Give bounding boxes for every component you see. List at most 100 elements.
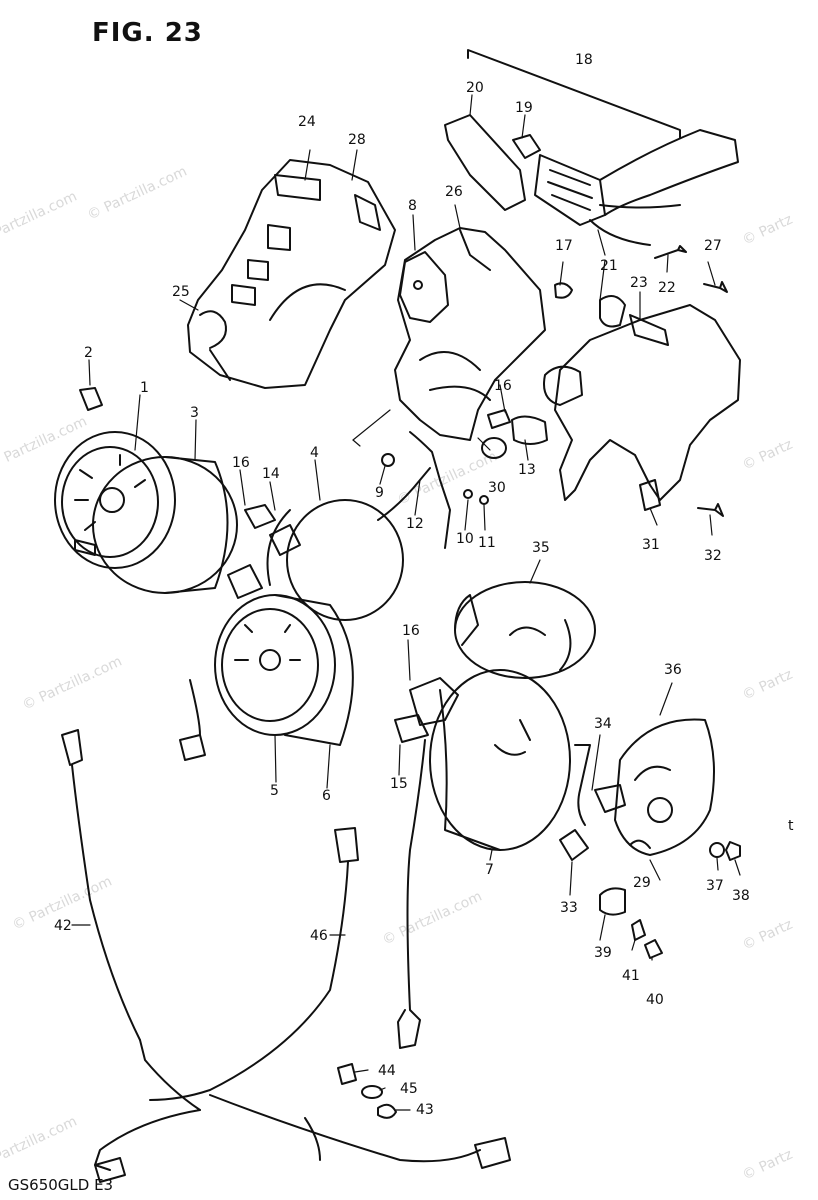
watermark: © Partz (740, 917, 795, 954)
cable-clamp-hardware (304, 1063, 397, 1161)
wire (304, 1117, 321, 1161)
meter-housing (394, 669, 571, 1049)
figure-title: FIG. 23 (92, 18, 203, 48)
meter-back-plate (543, 295, 741, 511)
callout-7: 7 (485, 862, 494, 878)
callout-15: 15 (390, 776, 408, 792)
callout-33: 33 (560, 900, 578, 916)
screw (654, 245, 687, 259)
callout-34: 34 (594, 716, 612, 732)
washer (709, 842, 725, 858)
upper-meter-cover (187, 159, 396, 389)
callout-36: 36 (664, 662, 682, 678)
callout-29: 29 (633, 875, 651, 891)
callout-22: 22 (658, 280, 676, 296)
screw (337, 1063, 357, 1085)
callout-26: 26 (445, 184, 463, 200)
washer (381, 453, 395, 467)
watermark: © Partzilla.com (380, 888, 485, 948)
callout-3: 3 (190, 405, 199, 421)
speedometer-cable (61, 729, 201, 1183)
callout-21: 21 (600, 258, 618, 274)
callout-13: 13 (518, 462, 536, 478)
meter-lower-bracket (394, 227, 546, 441)
clamp (377, 1103, 397, 1119)
callout-18: 18 (575, 52, 593, 68)
callout-42: 42 (54, 918, 72, 934)
watermark: © Partzilla.com (0, 1113, 80, 1173)
indicator-socket-assembly (444, 49, 739, 246)
watermark: © Partzilla.com (0, 188, 80, 248)
screw (697, 503, 724, 517)
model-code: GS650GLD E3 (8, 1176, 114, 1194)
watermark: © Partzilla.com (85, 163, 190, 223)
callout-9: 9 (375, 485, 384, 501)
bulb (554, 282, 573, 299)
callout-35: 35 (532, 540, 550, 556)
bulb-2 (79, 387, 103, 411)
callout-6: 6 (322, 788, 331, 804)
callout-5: 5 (270, 783, 279, 799)
nut (725, 841, 741, 861)
bulb (394, 714, 429, 743)
tachometer-case (227, 499, 404, 621)
speedometer (54, 431, 238, 594)
watermark: © Partz (740, 667, 795, 704)
screw (703, 281, 728, 293)
callout-44: 44 (378, 1063, 396, 1079)
callout-2: 2 (84, 345, 93, 361)
right-rear-cover (559, 718, 741, 959)
callout-16b: 16 (402, 623, 420, 639)
leader-lines (71, 94, 741, 1111)
callout-8: 8 (408, 198, 417, 214)
callout-19: 19 (515, 100, 533, 116)
callout-41: 41 (622, 968, 640, 984)
bracket (594, 784, 626, 813)
callout-45: 45 (400, 1081, 418, 1097)
callout-20: 20 (466, 80, 484, 96)
washer (361, 1085, 383, 1099)
watermark: © Partzilla.com (20, 653, 125, 713)
callout-25: 25 (172, 284, 190, 300)
callout-10: 10 (456, 531, 474, 547)
clip (629, 839, 651, 849)
grommet (599, 887, 626, 916)
callout-37: 37 (706, 878, 724, 894)
callout-38: 38 (732, 888, 750, 904)
bulb-holder (559, 829, 589, 861)
watermark: © Partz (740, 437, 795, 474)
callout-17: 17 (555, 238, 573, 254)
nut (644, 939, 663, 959)
callout-39: 39 (594, 945, 612, 961)
bulb (227, 564, 263, 599)
callout-11: 11 (478, 535, 496, 551)
callout-32: 32 (704, 548, 722, 564)
nut (479, 495, 489, 505)
callout-23: 23 (630, 275, 648, 291)
callout-43: 43 (416, 1102, 434, 1118)
callout-30: 30 (488, 480, 506, 496)
grommet (481, 437, 507, 459)
callout-46: 46 (310, 928, 328, 944)
callout-16: 16 (232, 455, 250, 471)
callout-1: 1 (140, 380, 149, 396)
watermark: © Partz (740, 1147, 795, 1184)
callout-14: 14 (262, 466, 280, 482)
callout-27: 27 (704, 238, 722, 254)
callout-numbers: 1 2 3 4 5 6 7 8 9 10 11 12 13 14 15 16 1… (54, 52, 750, 1118)
stray-mark: t (788, 818, 794, 834)
callout-31: 31 (642, 537, 660, 553)
watermark: © Partz (740, 212, 795, 249)
bulb (244, 504, 276, 529)
tachometer-cable (149, 827, 511, 1169)
callout-4: 4 (310, 445, 319, 461)
callout-12: 12 (406, 516, 424, 532)
socket (511, 415, 548, 445)
washer (631, 919, 646, 941)
callout-16c: 16 (494, 378, 512, 394)
callout-28: 28 (348, 132, 366, 148)
bulb (487, 409, 511, 429)
callout-24: 24 (298, 114, 316, 130)
watermark: © Partzilla.com (0, 413, 90, 473)
